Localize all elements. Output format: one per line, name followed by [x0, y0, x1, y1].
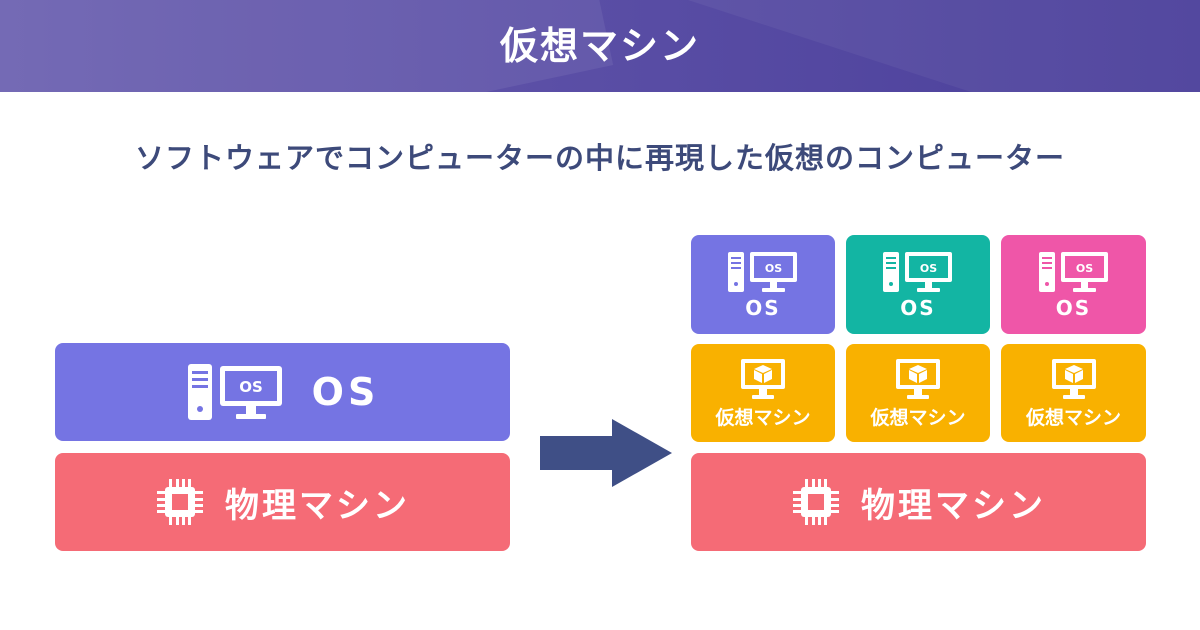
server-monitor-icon: OS: [186, 362, 286, 422]
physical-label: 物理マシン: [861, 485, 1046, 526]
right-vm-box: 仮想マシン: [846, 344, 990, 442]
os-screen-label: OS: [1075, 262, 1092, 275]
monitor-box-icon: [894, 357, 942, 401]
right-os-box: OS OS: [1001, 235, 1146, 334]
vm-label: 仮想マシン: [870, 406, 966, 429]
os-screen-label: OS: [765, 262, 782, 275]
arrow-right-icon: [540, 419, 672, 487]
os-label: OS: [1055, 295, 1092, 320]
right-os-box: OS OS: [691, 235, 835, 334]
os-label: OS: [311, 370, 380, 414]
os-screen-label: OS: [920, 262, 937, 275]
os-label: OS: [900, 295, 936, 320]
vm-label: 仮想マシン: [1025, 406, 1121, 429]
left-os-box: OS OS: [55, 343, 510, 441]
server-monitor-icon: OS: [1038, 250, 1110, 294]
physical-label: 物理マシン: [225, 485, 410, 526]
chip-icon: [791, 477, 841, 527]
server-monitor-icon: OS: [727, 250, 799, 294]
page-title: 仮想マシン: [499, 24, 700, 68]
header-banner: 仮想マシン: [0, 0, 1200, 92]
chip-icon: [155, 477, 205, 527]
page-subtitle: ソフトウェアでコンピューターの中に再現した仮想のコンピューター: [134, 141, 1065, 175]
vm-label: 仮想マシン: [715, 406, 811, 429]
left-physical-box: 物理マシン: [55, 453, 510, 551]
monitor-box-icon: [739, 357, 787, 401]
right-vm-box: 仮想マシン: [1001, 344, 1146, 442]
right-os-box: OS OS: [846, 235, 990, 334]
server-monitor-icon: OS: [882, 250, 954, 294]
right-physical-box: 物理マシン: [691, 453, 1146, 551]
right-vm-box: 仮想マシン: [691, 344, 835, 442]
os-screen-label: OS: [239, 378, 263, 396]
os-label: OS: [745, 295, 781, 320]
monitor-box-icon: [1050, 357, 1098, 401]
